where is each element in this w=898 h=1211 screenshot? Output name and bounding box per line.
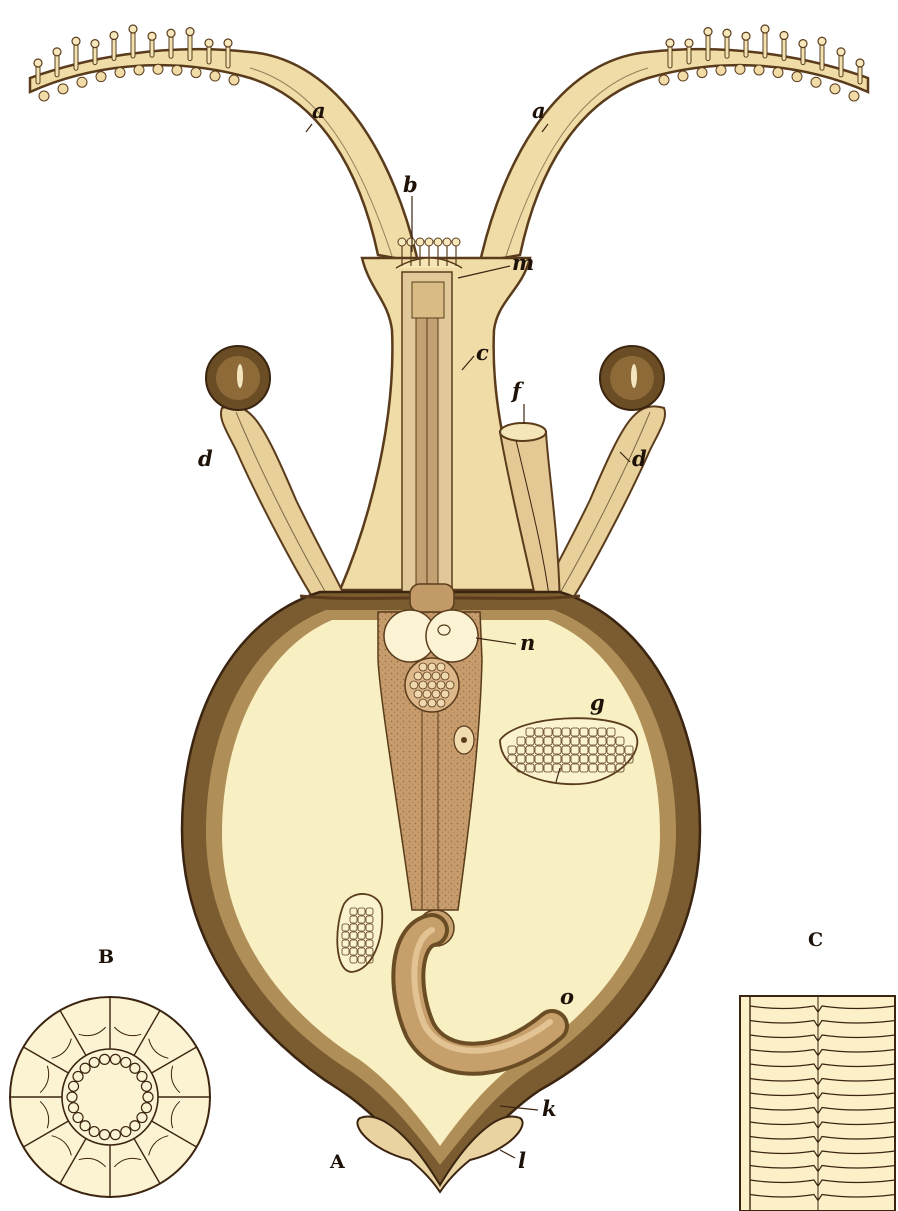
- label-n: n: [520, 630, 535, 655]
- caption-b: B: [98, 946, 114, 968]
- label-f: f: [510, 378, 525, 403]
- left-arm: [30, 49, 418, 262]
- panel-c-striated-tissue: [740, 996, 895, 1211]
- label-l: l: [518, 1148, 526, 1173]
- label-o: o: [560, 984, 574, 1009]
- label-a-right: a: [532, 98, 546, 123]
- left-lateral-process: [206, 346, 348, 612]
- label-d-left: d: [198, 446, 213, 471]
- label-k: k: [542, 1096, 557, 1121]
- label-g: g: [590, 690, 605, 715]
- label-d-right: d: [632, 446, 647, 471]
- label-a-left: a: [312, 98, 326, 123]
- right-arm: [480, 49, 868, 262]
- label-m: m: [512, 250, 534, 275]
- caption-c: C: [808, 929, 823, 951]
- panel-b-cross-section: [10, 997, 210, 1197]
- label-c: c: [476, 340, 489, 365]
- label-b: b: [403, 172, 418, 197]
- caption-a: A: [329, 1151, 345, 1173]
